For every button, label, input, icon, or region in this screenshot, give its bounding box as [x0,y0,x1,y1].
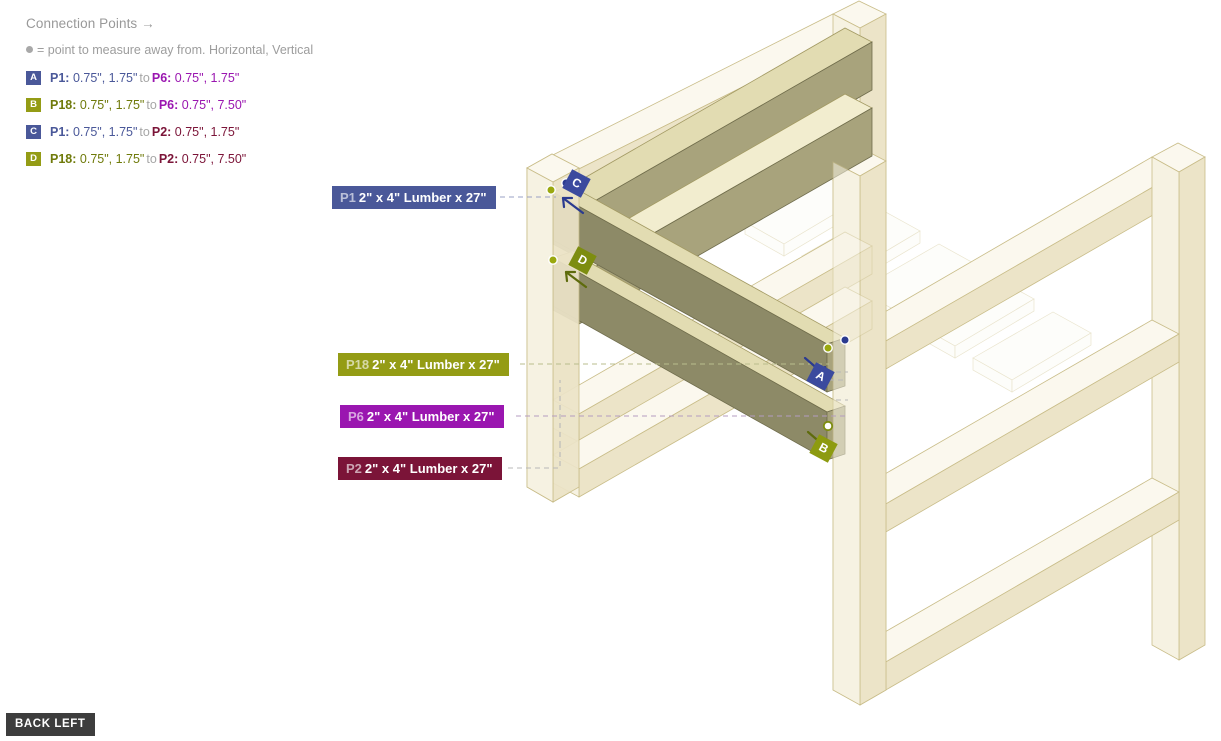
legend-to-b: to [146,97,157,112]
center-post-overlay [832,160,887,706]
legend-target-val-a: 0.75", 1.75" [174,70,240,85]
legend-from-val-a: 0.75", 1.75" [72,70,138,85]
model-marker-b[interactable]: B [809,434,838,463]
legend-from-val-c: 0.75", 1.75" [72,124,138,139]
connection-point-dots [546,178,850,432]
highlighted-beam-upper [552,27,873,259]
bullet-dot-icon [26,46,33,53]
legend-badge-d: D [26,152,41,166]
leader-lines [500,196,848,469]
legend-target-val-c: 0.75", 1.75" [174,124,240,139]
center-post [832,146,887,706]
view-orientation-tag: BACK LEFT [6,713,95,736]
legend-to-c: to [139,124,150,139]
callout-p2-id: P2 [346,461,362,476]
right-side-frame [844,142,1206,699]
legend-from-id-b: P18: [50,97,77,112]
callout-p6-id: P6 [348,409,364,424]
connection-points-legend: Connection Points → = point to measure a… [26,16,346,179]
callout-p18-text: 2" x 4" Lumber x 27" [372,357,500,372]
legend-badge-b: B [26,98,41,112]
legend-target-id-b: P6: [158,97,179,112]
legend-badge-c: C [26,125,41,139]
legend-from-id-a: P1: [50,70,70,85]
highlighted-lumber-group [552,185,846,461]
model-marker-c[interactable]: C [562,169,591,198]
legend-from-val-b: 0.75", 1.75" [79,97,145,112]
legend-from-id-c: P1: [50,124,70,139]
legend-target-val-b: 0.75", 7.50" [181,97,247,112]
legend-target-val-d: 0.75", 7.50" [181,151,247,166]
callout-p18-id: P18 [346,357,370,372]
legend-from-val-d: 0.75", 1.75" [79,151,145,166]
legend-target-id-a: P6: [151,70,172,85]
callout-p1-text: 2" x 4" Lumber x 27" [358,190,487,205]
highlighted-beam-lower [552,93,873,325]
marker-arrows [561,196,831,452]
legend-target-id-d: P2: [158,151,179,166]
legend-to-d: to [146,151,157,166]
legend-subtitle: = point to measure away from. Horizontal… [26,43,346,57]
near-left-post-overlay [526,153,580,503]
model-marker-d[interactable]: D [568,246,597,275]
callout-p2-text: 2" x 4" Lumber x 27" [364,461,493,476]
legend-to-a: to [139,70,150,85]
ghost-slats [687,141,1092,393]
callout-p1-id: P1 [340,190,356,205]
legend-title: Connection Points → [26,16,155,31]
legend-subtitle-text: = point to measure away from. Horizontal… [37,43,314,57]
legend-target-id-c: P2: [151,124,172,139]
model-marker-a[interactable]: A [806,362,835,391]
legend-from-id-d: P18: [50,151,77,166]
legend-badge-a: A [26,71,41,85]
callout-p6-text: 2" x 4" Lumber x 27" [366,409,495,424]
